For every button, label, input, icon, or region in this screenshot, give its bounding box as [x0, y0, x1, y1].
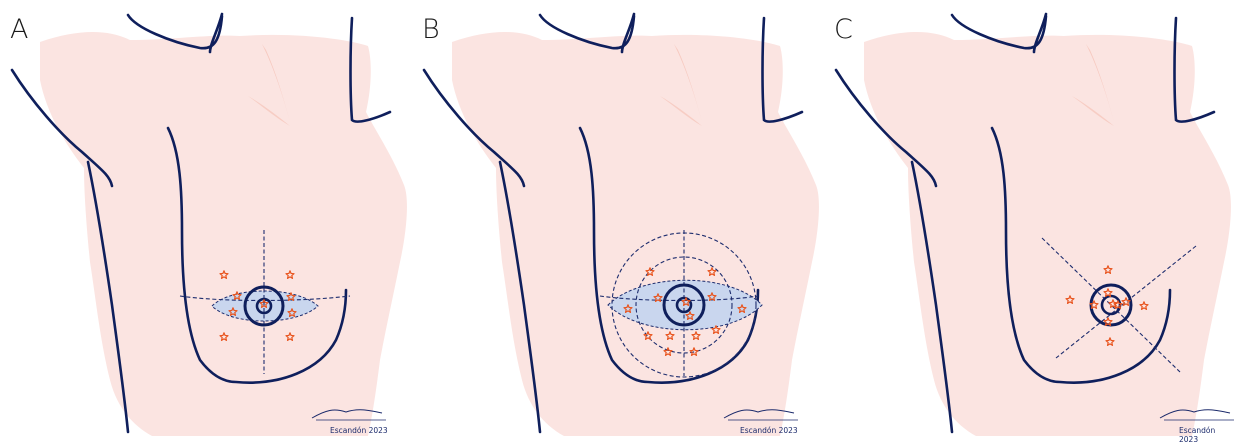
panel-a: A Escandón 2023: [0, 0, 412, 438]
panel-letter: B: [422, 14, 440, 45]
panel-b: B Escandón 2023: [412, 0, 824, 438]
illustration-svg: [0, 0, 412, 438]
body-figure: [836, 14, 1231, 436]
panel-c: C Escandón 2023: [824, 0, 1236, 438]
signature-text: Escandón 2023: [1179, 426, 1236, 444]
illustration-svg: [412, 0, 824, 438]
signature-text: Escandón 2023: [330, 426, 388, 435]
body-figure: [424, 14, 819, 436]
body-figure: [12, 14, 407, 436]
signature-text: Escandón 2023: [740, 426, 798, 435]
illustration-svg: [824, 0, 1236, 438]
panel-letter: C: [834, 14, 853, 45]
panel-letter: A: [10, 14, 28, 45]
